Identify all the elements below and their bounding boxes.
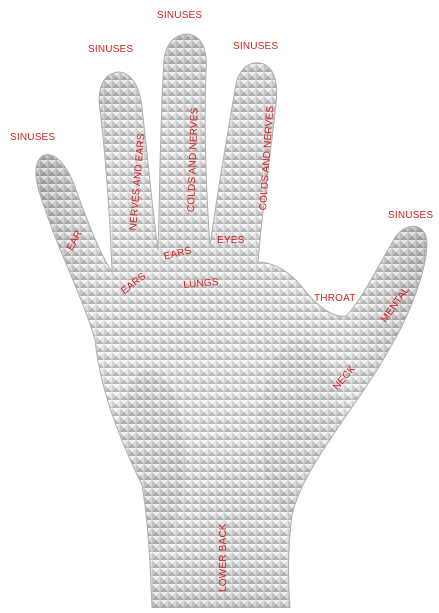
label-sinuses-thumb: SINUSES (388, 211, 433, 221)
label-sinuses-middle: SINUSES (157, 11, 202, 21)
label-lower-back: LOWER BACK (219, 523, 229, 592)
label-eyes: EYES (217, 236, 244, 246)
label-throat: THROAT (314, 294, 356, 304)
label-sinuses-ring: SINUSES (233, 42, 278, 52)
label-sinuses-pinky: SINUSES (10, 133, 55, 143)
label-sinuses-index: SINUSES (88, 45, 133, 55)
